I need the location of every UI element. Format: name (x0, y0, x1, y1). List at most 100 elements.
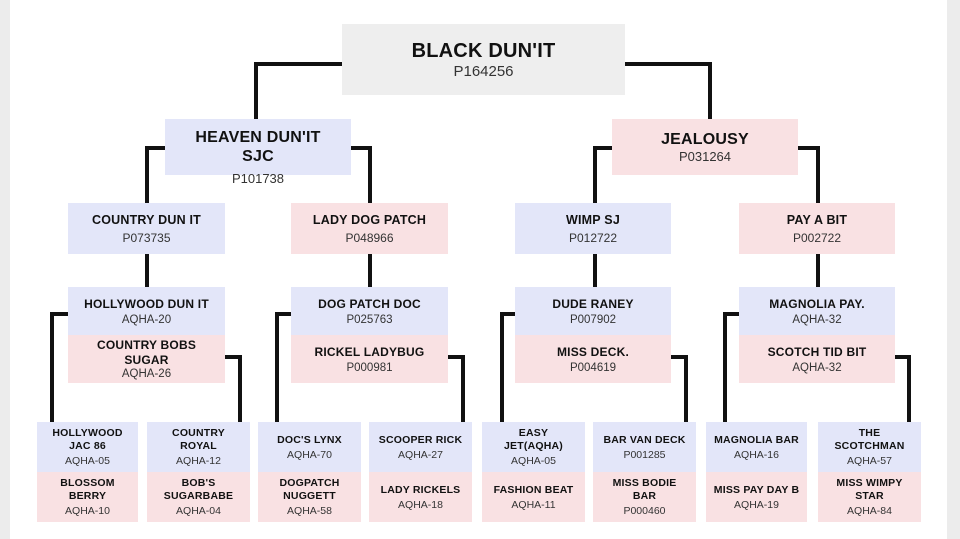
horse-box-gen5-dam: BOB'S SUGARBABE AQHA-04 (147, 472, 250, 522)
horse-box-gen5-dam: MISS PAY DAY B AQHA-19 (706, 472, 807, 522)
horse-box-gen4-dam: SCOTCH TID BIT AQHA-32 (739, 335, 895, 383)
horse-name: EASY JET(AQHA) (504, 427, 563, 452)
registration-number: P000981 (346, 361, 393, 374)
registration-number: P007902 (569, 313, 617, 326)
horse-box-gen4-sire: DOG PATCH DOC P025763 (291, 287, 448, 335)
horse-name: LADY DOG PATCH (312, 212, 427, 227)
horse-box-gen3: PAY A BIT P002722 (739, 203, 895, 254)
registration-number: P025763 (346, 313, 393, 326)
pedigree-chart: BLACK DUN'IT P164256 HEAVEN DUN'IT SJC P… (10, 0, 947, 539)
horse-box-gen5-sire: COUNTRY ROYAL AQHA-12 (147, 422, 250, 472)
horse-name: JEALOUSY (661, 131, 749, 148)
registration-number: AQHA-84 (847, 505, 892, 517)
horse-box-gen5-sire: EASY JET(AQHA) AQHA-05 (482, 422, 585, 472)
horse-name: MISS WIMPY STAR (836, 477, 903, 502)
registration-number: AQHA-19 (734, 498, 779, 511)
horse-name: DOC'S LYNX (277, 433, 342, 446)
horse-box-gen4-dam: MISS DECK. P004619 (515, 335, 671, 383)
registration-number: P031264 (678, 149, 732, 164)
registration-number: AQHA-05 (511, 455, 556, 467)
horse-box-gen5-sire: HOLLYWOOD JAC 86 AQHA-05 (37, 422, 138, 472)
pedigree-connector-lines (50, 62, 911, 424)
horse-name: BAR VAN DECK (603, 433, 686, 446)
registration-number: P002722 (792, 230, 842, 245)
horse-box-gen5-sire: THE SCOTCHMAN AQHA-57 (818, 422, 921, 472)
horse-box-gen4-sire: MAGNOLIA PAY. AQHA-32 (739, 287, 895, 335)
horse-box-gen5-sire: BAR VAN DECK P001285 (593, 422, 696, 472)
horse-name: MISS BODIE BAR (612, 477, 677, 502)
horse-box-gen5-dam: MISS WIMPY STAR AQHA-84 (818, 472, 921, 522)
registration-number: AQHA-11 (511, 498, 556, 511)
horse-name: SCOOPER RICK (378, 433, 463, 446)
registration-number: AQHA-57 (847, 455, 892, 467)
registration-number: AQHA-10 (65, 505, 110, 517)
horse-box-gen4-dam: COUNTRY BOBS SUGAR AQHA-26 (68, 335, 225, 383)
horse-box-gen5-dam: MISS BODIE BAR P000460 (593, 472, 696, 522)
horse-name: BLOSSOM BERRY (60, 477, 115, 502)
horse-box-gen3: COUNTRY DUN IT P073735 (68, 203, 225, 254)
horse-name: MAGNOLIA PAY. (769, 296, 865, 311)
horse-name: DOGPATCH NUGGETT (279, 477, 340, 502)
connector-line (623, 62, 712, 121)
horse-box-gen3: WIMP SJ P012722 (515, 203, 671, 254)
connector-line (796, 146, 820, 205)
horse-box-gen5-sire: SCOOPER RICK AQHA-27 (369, 422, 472, 472)
horse-name: FASHION BEAT (493, 483, 574, 496)
connector-line (893, 355, 911, 424)
horse-box-sire: HEAVEN DUN'IT SJC P101738 (165, 119, 351, 186)
registration-number: P073735 (122, 230, 171, 245)
registration-number: AQHA-05 (65, 455, 110, 467)
registration-number: AQHA-16 (734, 448, 779, 461)
horse-name: COUNTRY ROYAL (172, 427, 225, 452)
registration-number: P012722 (568, 230, 618, 245)
registration-number: P164256 (453, 62, 514, 80)
registration-number: AQHA-04 (176, 505, 221, 517)
registration-number: AQHA-32 (792, 361, 842, 374)
connector-line (500, 312, 517, 424)
horse-name: WIMP SJ (566, 212, 620, 227)
horse-box-gen4-sire: DUDE RANEY P007902 (515, 287, 671, 335)
horse-name: HOLLYWOOD JAC 86 (52, 427, 123, 452)
horse-box-gen4-dam: RICKEL LADYBUG P000981 (291, 335, 448, 383)
horse-box-dam: JEALOUSY P031264 (612, 119, 798, 175)
horse-name: RICKEL LADYBUG (314, 344, 425, 359)
registration-number: P000460 (623, 505, 666, 517)
horse-box-gen5-dam: LADY RICKELS AQHA-18 (369, 472, 472, 522)
horse-box-gen3: LADY DOG PATCH P048966 (291, 203, 448, 254)
registration-number: AQHA-20 (121, 313, 172, 326)
connector-line (254, 62, 344, 121)
horse-name: BLACK DUN'IT (411, 39, 556, 62)
horse-name: SCOTCH TID BIT (767, 344, 867, 359)
horse-box-root: BLACK DUN'IT P164256 (342, 24, 625, 95)
horse-box-gen5-sire: DOC'S LYNX AQHA-70 (258, 422, 361, 472)
registration-number: AQHA-58 (287, 505, 332, 517)
registration-number: P004619 (569, 361, 617, 374)
connector-line (275, 312, 293, 424)
connector-line (446, 355, 465, 424)
connector-line (145, 146, 167, 205)
registration-number: AQHA-18 (398, 498, 443, 511)
registration-number: P048966 (345, 230, 394, 245)
registration-number: AQHA-26 (121, 368, 172, 380)
connector-line (50, 312, 70, 424)
horse-name: MAGNOLIA BAR (714, 433, 799, 446)
horse-name: DOG PATCH DOC (318, 296, 421, 311)
horse-box-gen5-dam: BLOSSOM BERRY AQHA-10 (37, 472, 138, 522)
horse-name: MISS PAY DAY B (713, 483, 800, 496)
horse-box-gen5-sire: MAGNOLIA BAR AQHA-16 (706, 422, 807, 472)
horse-name: HEAVEN DUN'IT SJC (195, 129, 321, 165)
connector-line (223, 355, 242, 424)
horse-name: LADY RICKELS (380, 483, 461, 496)
connector-line (723, 312, 741, 424)
horse-name: DUDE RANEY (552, 296, 634, 311)
registration-number: AQHA-12 (176, 455, 221, 467)
connector-line (593, 146, 614, 205)
horse-name: COUNTRY DUN IT (91, 212, 202, 227)
horse-name: COUNTRY BOBS SUGAR (96, 338, 197, 367)
horse-name: THE SCOTCHMAN (834, 427, 905, 452)
horse-box-gen5-dam: DOGPATCH NUGGETT AQHA-58 (258, 472, 361, 522)
horse-name: BOB'S SUGARBABE (163, 477, 234, 502)
horse-name: HOLLYWOOD DUN IT (84, 296, 209, 311)
registration-number: AQHA-70 (287, 448, 332, 461)
horse-name: PAY A BIT (786, 212, 848, 227)
